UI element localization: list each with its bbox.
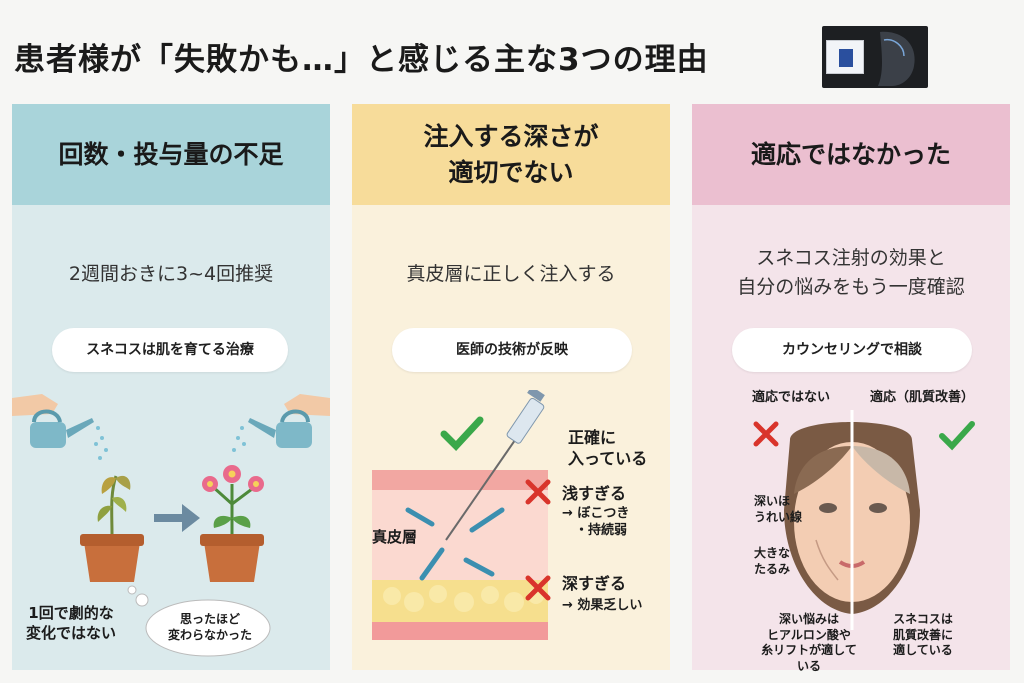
bubble-text: 思ったほど 変わらなかった [167, 612, 252, 642]
column-subtitle: スネコス注射の効果と 自分の悩みをもう一度確認 [737, 247, 965, 299]
info-pill: スネコスは肌を育てる治療 [52, 328, 288, 372]
note-right: スネコスは 肌質改善に 適している [892, 612, 953, 658]
reason-column-dosage: 回数・投与量の不足 2週間おきに3~4回推奨 スネコスは肌を育てる治療 [12, 104, 330, 670]
deep-label: 深すぎる [562, 574, 627, 593]
dermis-layer [372, 490, 548, 580]
shallow-label: 浅すぎる [562, 484, 627, 503]
page-title: 患者様が「失敗かも…」と感じる主な3つの理由 [14, 42, 709, 78]
dermis-label: 真皮層 [372, 528, 418, 546]
info-pill: 医師の技術が反映 [392, 328, 632, 372]
syringe-icon [445, 390, 545, 541]
deep-note: → 効果乏しい [562, 598, 643, 613]
thought-bubble [127, 585, 271, 657]
column-subtitle: 真皮層に正しく注入する [406, 263, 616, 285]
column-heading: 注入する深さが 適切でない [352, 104, 670, 205]
check-icon [440, 416, 484, 452]
arrow-right-icon [154, 504, 200, 532]
note-left: 深い悩みは ヒアルロン酸や 糸リフトが適している [761, 612, 857, 673]
spread-arrows [405, 507, 505, 581]
column-subtitle: 2週間おきに3~4回推奨 [68, 263, 274, 285]
face-comparison-illustration [753, 410, 975, 630]
check-icon [939, 421, 975, 451]
face-graphic-icon [878, 31, 915, 86]
cross-icon [525, 479, 551, 505]
cross-icon [525, 575, 551, 601]
shallow-note: → ぼこつき ・持続弱 [562, 506, 630, 538]
suitable-label: 適応（肌質改善） [870, 390, 975, 405]
caption-left: 1回で劇的な 変化ではない [26, 604, 117, 642]
watering-plant-illustration [12, 394, 330, 657]
correct-label: 正確に 入っている [568, 428, 648, 468]
not-suitable-label: 適応ではない [752, 390, 831, 405]
reason-column-suitability: 適応ではなかった スネコス注射の効果と 自分の悩みをもう一度確認 カウンセリング… [692, 104, 1010, 673]
column-heading: 回数・投与量の不足 [12, 104, 330, 205]
reason-column-depth: 注入する深さが 適切でない 真皮層に正しく注入する 医師の技術が反映 正確に 入… [352, 104, 670, 670]
blooming-plant-icon [200, 465, 264, 582]
muscle-layer [372, 622, 548, 640]
cross-icon [753, 421, 779, 447]
product-box-icon [826, 40, 864, 74]
skin-layer-illustration [372, 390, 551, 640]
epidermis-layer [372, 470, 548, 490]
watering-can-icon [248, 409, 312, 448]
watering-can-icon [30, 409, 94, 448]
wrinkle-label: 深いほ うれい線 [754, 494, 803, 524]
sagging-label: 大きな たるみ [754, 546, 791, 576]
column-heading: 適応ではなかった [692, 104, 1010, 205]
wilted-plant-icon [80, 475, 144, 582]
info-pill: カウンセリングで相談 [732, 328, 972, 372]
product-logo [822, 26, 928, 88]
